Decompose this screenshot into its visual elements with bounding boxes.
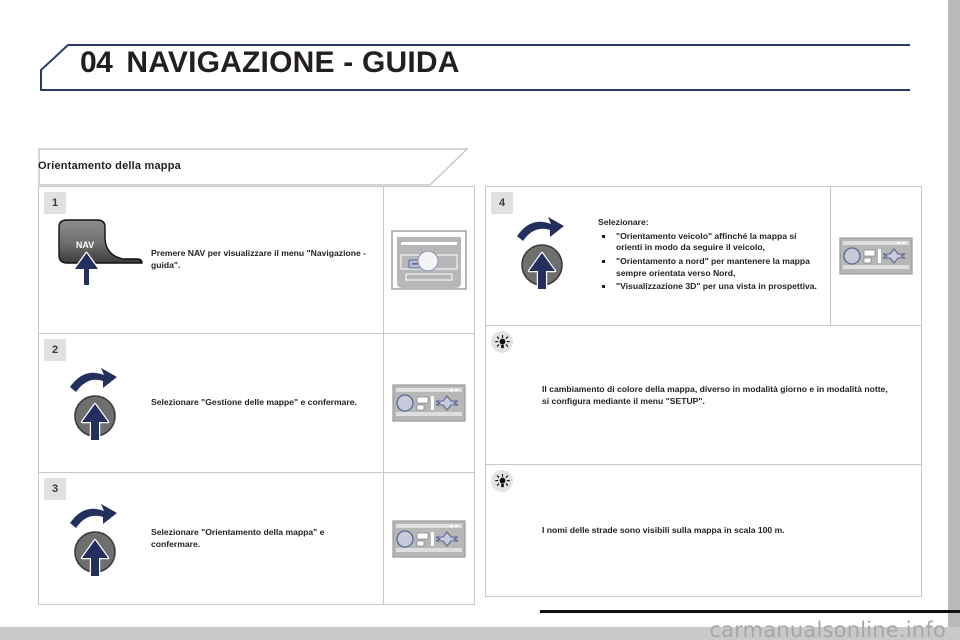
watermark: carmanualsonline.info xyxy=(709,618,946,640)
page-edge-bottom xyxy=(0,627,960,640)
step-body-1: NAV Premere NAV per visualizzare il menu… xyxy=(39,187,383,333)
step-thumb-4 xyxy=(830,187,921,325)
section-banner xyxy=(38,148,468,186)
step-body-3: Selezionare "Orientamento della mappa" e… xyxy=(39,473,383,604)
step-thumb-3 xyxy=(383,473,474,604)
nav-button-icon: NAV xyxy=(58,219,143,287)
lightbulb-icon xyxy=(491,470,513,492)
step-badge-1: 1 xyxy=(44,192,66,214)
step-card-3: 3 xyxy=(38,472,475,605)
step-card-4: 4 xyxy=(485,186,922,326)
tip-card-1: Il cambiamento di colore della mappa, di… xyxy=(485,325,922,465)
tip-body-2: I nomi delle strade sono visibili sulla … xyxy=(486,465,921,596)
chapter-title-row: 04 NAVIGAZIONE - GUIDA xyxy=(80,46,460,80)
lightbulb-glyph xyxy=(494,473,510,487)
step-body-4: Selezionare: "Orientamento veicolo" affi… xyxy=(486,187,830,325)
step-4-option-3: "Visualizzazione 3D" per una vista in pr… xyxy=(598,281,820,293)
rotary-knob-illustration-2 xyxy=(39,354,151,452)
left-column: 1 NAV xyxy=(38,186,475,605)
step-4-option-2: "Orientamento a nord" per mantenere la m… xyxy=(598,256,820,279)
tip-card-2: I nomi delle strade sono visibili sulla … xyxy=(485,464,922,597)
page-edge-right xyxy=(948,0,960,640)
rotary-knob-illustration-3 xyxy=(39,490,151,588)
rotary-knob-icon xyxy=(65,368,125,446)
step-badge-4: 4 xyxy=(491,192,513,214)
lightbulb-icon xyxy=(491,331,513,353)
step-body-2: Selezionare "Gestione delle mappe" e con… xyxy=(39,334,383,472)
page-title: NAVIGAZIONE - GUIDA xyxy=(126,46,460,79)
chapter-number: 04 xyxy=(80,46,113,79)
section-banner-shape xyxy=(38,148,468,186)
nav-button-label: NAV xyxy=(76,240,94,250)
tip-text-1: Il cambiamento di colore della mappa, di… xyxy=(542,383,888,406)
step-text-4: Selezionare: "Orientamento veicolo" affi… xyxy=(598,217,830,295)
lightbulb-glyph xyxy=(494,334,510,348)
right-column: 4 xyxy=(485,186,922,597)
step-thumb-2 xyxy=(383,334,474,472)
rotary-knob-illustration-4 xyxy=(486,207,598,305)
chapter-header: 04 NAVIGAZIONE - GUIDA xyxy=(38,44,910,92)
step-badge-3: 3 xyxy=(44,478,66,500)
section-title: Orientamento della mappa xyxy=(38,160,181,172)
step-4-options: "Orientamento veicolo" affinché la mappa… xyxy=(598,231,820,293)
head-unit-front-icon xyxy=(391,230,467,290)
head-unit-panel-icon xyxy=(839,237,913,275)
step-4-option-1: "Orientamento veicolo" affinché la mappa… xyxy=(598,231,820,254)
head-unit-panel-icon xyxy=(392,519,466,558)
tip-text-2: I nomi delle strade sono visibili sulla … xyxy=(542,525,785,536)
step-card-1: 1 NAV xyxy=(38,186,475,334)
step-badge-2: 2 xyxy=(44,339,66,361)
step-4-intro: Selezionare: xyxy=(598,217,649,228)
step-card-2: 2 xyxy=(38,333,475,473)
tip-body-1: Il cambiamento di colore della mappa, di… xyxy=(486,326,921,464)
chapter-header-rule xyxy=(40,44,910,91)
step-thumb-1 xyxy=(383,187,474,333)
watermark-rule xyxy=(540,610,960,613)
rotary-knob-icon xyxy=(65,503,125,582)
step-text-1: Premere NAV per visualizzare il menu "Na… xyxy=(151,248,367,270)
rotary-knob-icon xyxy=(512,217,572,295)
step-text-2: Selezionare "Gestione delle mappe" e con… xyxy=(151,397,357,408)
nav-button-illustration: NAV xyxy=(39,217,151,303)
step-text-3: Selezionare "Orientamento della mappa" e… xyxy=(151,526,325,549)
head-unit-panel-icon xyxy=(392,384,466,422)
